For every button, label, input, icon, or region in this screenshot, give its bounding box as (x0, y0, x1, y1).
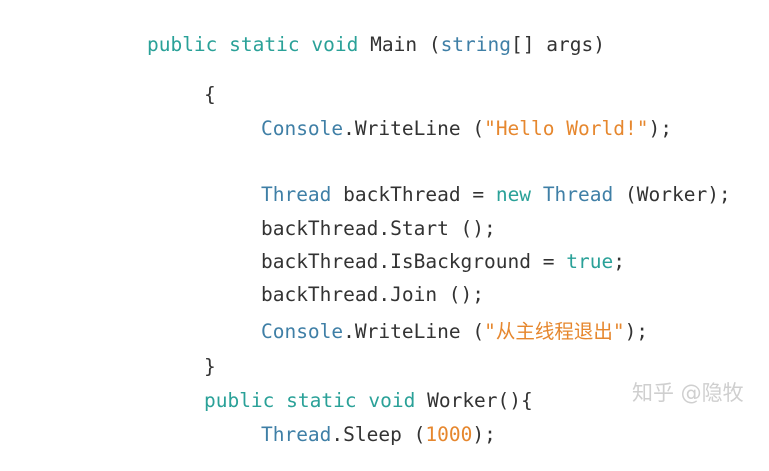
dot: . (343, 117, 355, 140)
type-console: Console (260, 320, 344, 343)
code-line-close-brace: } (157, 331, 216, 403)
code-line-main-signature: public static void Main (string[] args) (100, 9, 605, 81)
paren-open: ( (472, 117, 485, 140)
keyword-void: void (368, 389, 416, 412)
paren-close: ); (624, 320, 649, 343)
number-literal-1000: 1000 (425, 423, 473, 446)
paren-open: ( (413, 423, 426, 446)
paren-open: ( (428, 33, 441, 56)
paren-close: ); (648, 117, 672, 140)
dot: . (343, 320, 355, 343)
brace-open: { (203, 83, 216, 106)
method-name-worker: Worker(){ (427, 389, 533, 412)
string-literal-exit: "从主线程退出" (484, 320, 625, 343)
string-literal-hello: "Hello World!" (484, 117, 649, 140)
keyword-new: new (495, 183, 532, 206)
code-line-start: backThread.Start (); (214, 193, 496, 265)
code-snippet: public static void Main (string[] args) … (100, 9, 731, 446)
property-isbackground: backThread.IsBackground (260, 250, 531, 273)
keyword-static: static (229, 33, 300, 56)
type-string: string (440, 33, 512, 56)
type-console: Console (260, 117, 344, 140)
dot: . (331, 423, 344, 446)
type-thread: Thread (542, 183, 614, 206)
statement-join: backThread.Join (); (260, 283, 485, 306)
code-line-sleep: Thread.Sleep (1000); (214, 399, 496, 471)
keyword-static: static (286, 389, 357, 412)
constructor-args: (Worker); (625, 183, 731, 206)
params: [] args) (511, 33, 605, 56)
semicolon: ; (613, 250, 625, 273)
method-writeline: WriteLine (354, 320, 461, 343)
code-line-exit-message: Console.WriteLine ("从主线程退出"); (214, 296, 648, 368)
variable-backthread: backThread (343, 183, 461, 206)
method-writeline: WriteLine (354, 117, 461, 140)
keyword-void: void (311, 33, 359, 56)
keyword-true: true (566, 250, 614, 273)
code-line-isbackground: backThread.IsBackground = true; (214, 226, 625, 298)
code-line-worker-signature: public static void Worker(){ (157, 365, 533, 437)
keyword-public: public (146, 33, 218, 56)
paren-open: ( (472, 320, 485, 343)
code-line-join: backThread.Join (); (214, 259, 484, 331)
type-thread: Thread (260, 183, 332, 206)
keyword-public: public (203, 389, 275, 412)
method-sleep: Sleep (343, 423, 402, 446)
code-line-new-thread: Thread backThread = new Thread (Worker); (214, 159, 731, 231)
code-line-hello-world: Console.WriteLine ("Hello World!"); (214, 93, 672, 165)
type-thread: Thread (260, 423, 332, 446)
paren-close: ); (472, 423, 496, 446)
method-name-main: Main (370, 33, 418, 56)
operator-assign: = (542, 250, 555, 273)
operator-assign: = (472, 183, 485, 206)
brace-close: } (203, 355, 216, 378)
zhihu-watermark: 知乎 @隐牧 (632, 381, 744, 405)
statement-start: backThread.Start (); (260, 217, 496, 240)
code-line-open-brace: { (157, 59, 216, 131)
